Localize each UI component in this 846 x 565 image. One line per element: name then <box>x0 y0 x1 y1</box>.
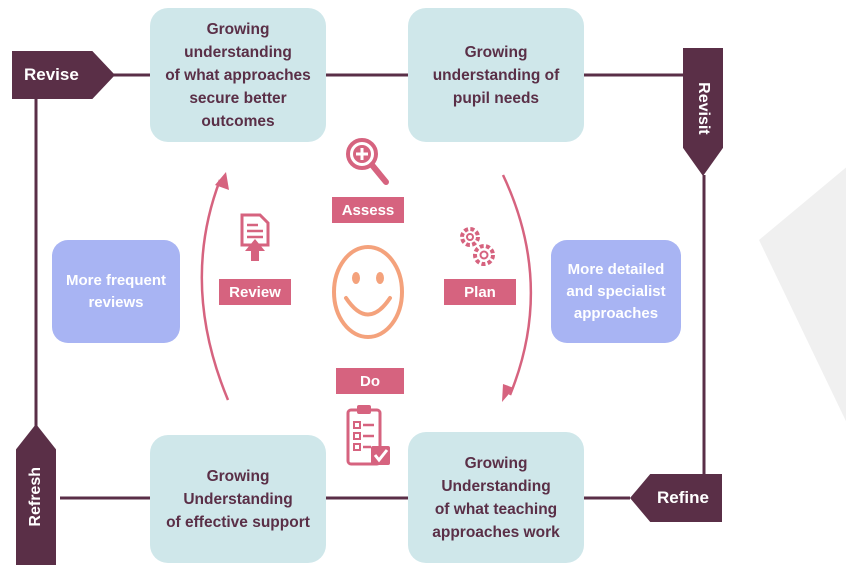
refine-flag: Refine <box>630 474 722 522</box>
revise-label: Revise <box>24 65 79 84</box>
revise-flag: Revise <box>12 51 115 99</box>
revisit-flag: Revisit <box>683 48 723 176</box>
refresh-label: Refresh <box>27 466 44 527</box>
left-arrowhead <box>215 172 229 190</box>
refresh-flag: Refresh <box>16 424 56 565</box>
box-approaches-outcomes: Growing understanding of what approaches… <box>150 8 326 142</box>
gears-icon <box>460 227 495 266</box>
left-cycle-arrow <box>200 179 230 401</box>
smiley-face-icon <box>332 245 404 339</box>
checklist-icon <box>346 405 390 466</box>
revisit-label: Revisit <box>695 82 712 135</box>
stage-plan: Plan <box>444 279 516 305</box>
right-cycle-arrow <box>501 174 533 396</box>
right-arrowhead <box>502 384 514 402</box>
note-more-frequent-reviews: More frequent reviews <box>52 240 180 343</box>
refine-label: Refine <box>657 488 709 507</box>
document-upload-icon <box>240 213 270 261</box>
box-effective-support: Growing Understanding of effective suppo… <box>150 435 326 563</box>
stage-do: Do <box>336 368 404 394</box>
box-pupil-needs: Growing understanding of pupil needs <box>408 8 584 142</box>
box-teaching-approaches: Growing Understanding of what teaching a… <box>408 432 584 563</box>
note-detailed-specialist: More detailed and specialist approaches <box>551 240 681 343</box>
stage-review: Review <box>219 279 291 305</box>
magnifier-plus-icon <box>346 138 389 185</box>
stage-assess: Assess <box>332 197 404 223</box>
